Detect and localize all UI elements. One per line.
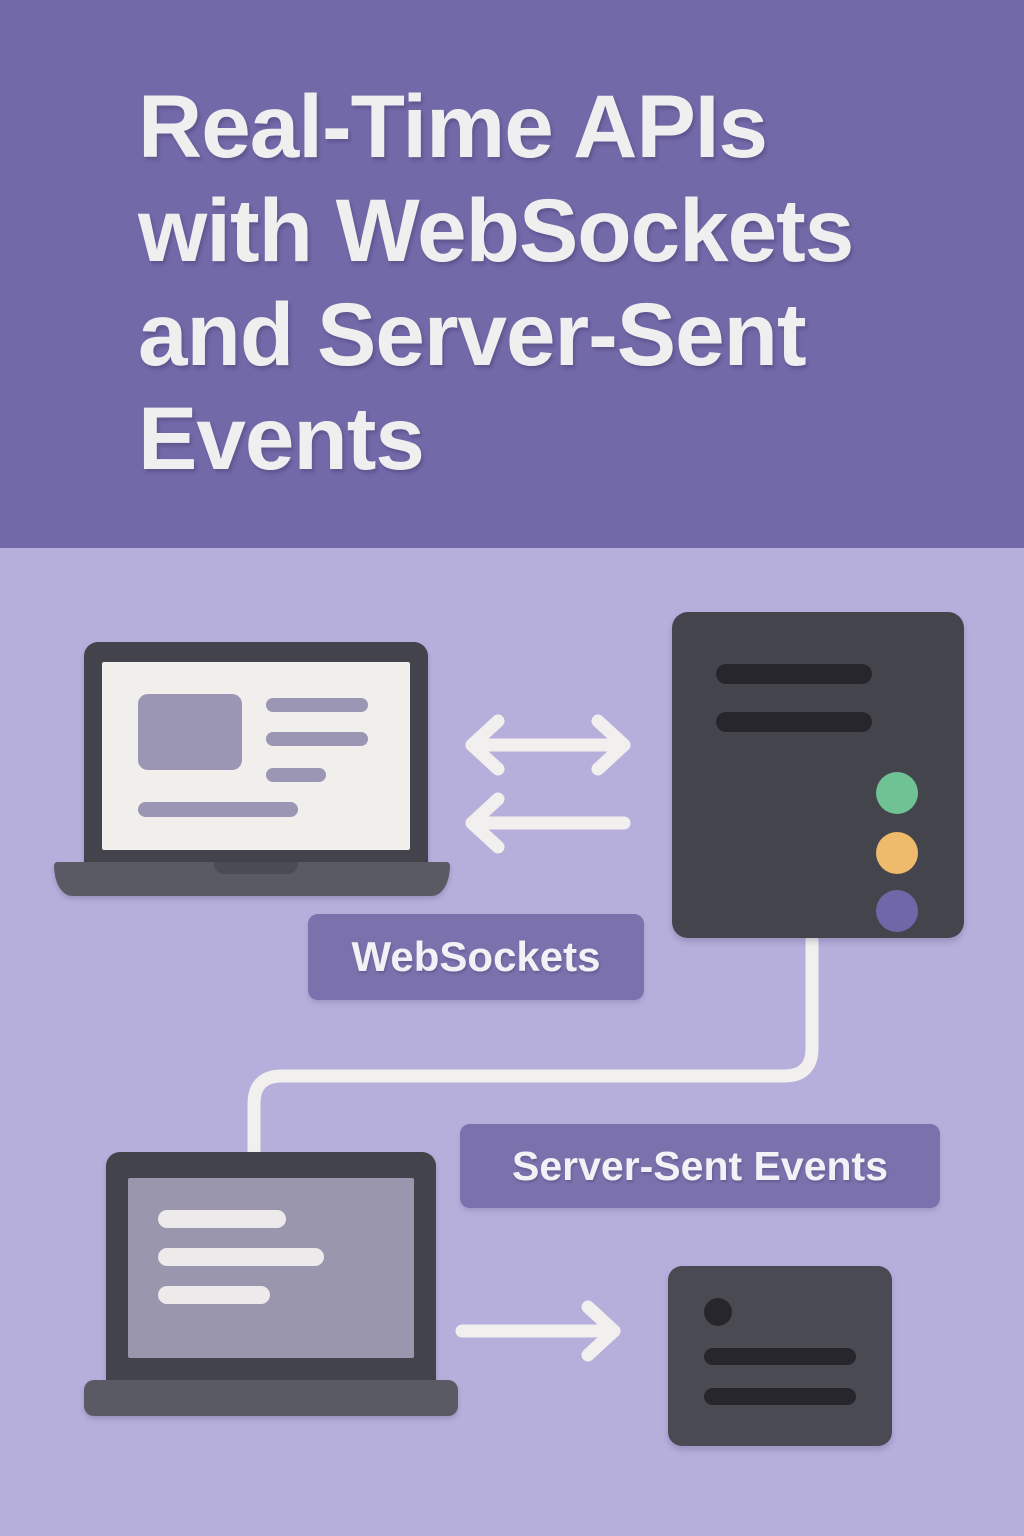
screen-thumbnail [138,694,242,770]
status-dot-amber [876,832,918,874]
laptop-screen [128,1178,414,1358]
client-laptop-top [54,642,450,896]
screen-text-bar [158,1248,324,1266]
server-node [672,612,964,938]
diagram-area: WebSockets Server-Sent Events [0,548,1024,1536]
server-bar [716,712,872,732]
device-bar [704,1348,856,1365]
device-indicator-dot [704,1298,732,1326]
screen-text-bar [158,1210,286,1228]
header-band: Real-Time APIs with WebSockets and Serve… [0,0,1024,548]
screen-text-bar [266,698,368,712]
ws-bidirectional-arrow [465,714,631,776]
ws-response-arrow [465,792,631,854]
page-title: Real-Time APIs with WebSockets and Serve… [138,76,854,488]
screen-text-bar [158,1286,270,1304]
status-dot-green [876,772,918,814]
server-bar [716,664,872,684]
event-consumer-device [668,1266,892,1446]
screen-text-bar [266,768,326,782]
client-laptop-bottom [84,1152,458,1416]
screen-text-bar [266,732,368,746]
status-dot-purple [876,890,918,932]
device-bar [704,1388,856,1405]
laptop-screen [102,662,410,850]
laptop-base [84,1380,458,1416]
badge-server-sent-events[interactable]: Server-Sent Events [460,1124,940,1208]
badge-websockets[interactable]: WebSockets [308,914,644,1000]
laptop-trackpad-notch [214,862,298,874]
sse-delivery-arrow [455,1300,621,1362]
screen-text-bar [138,802,298,817]
